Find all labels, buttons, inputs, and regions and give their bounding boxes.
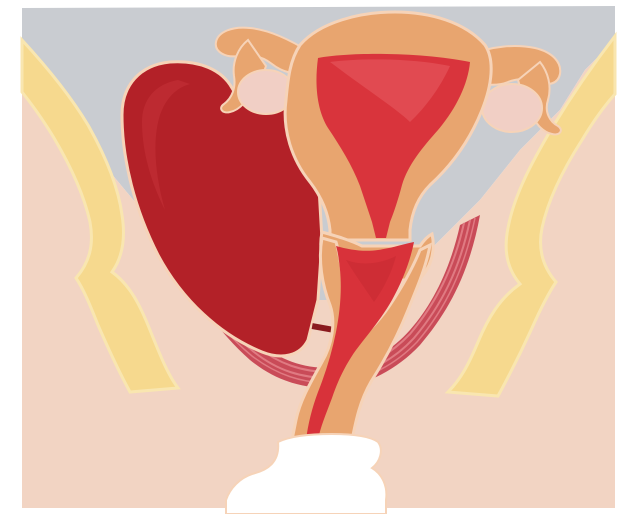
ovary-right bbox=[482, 84, 542, 132]
